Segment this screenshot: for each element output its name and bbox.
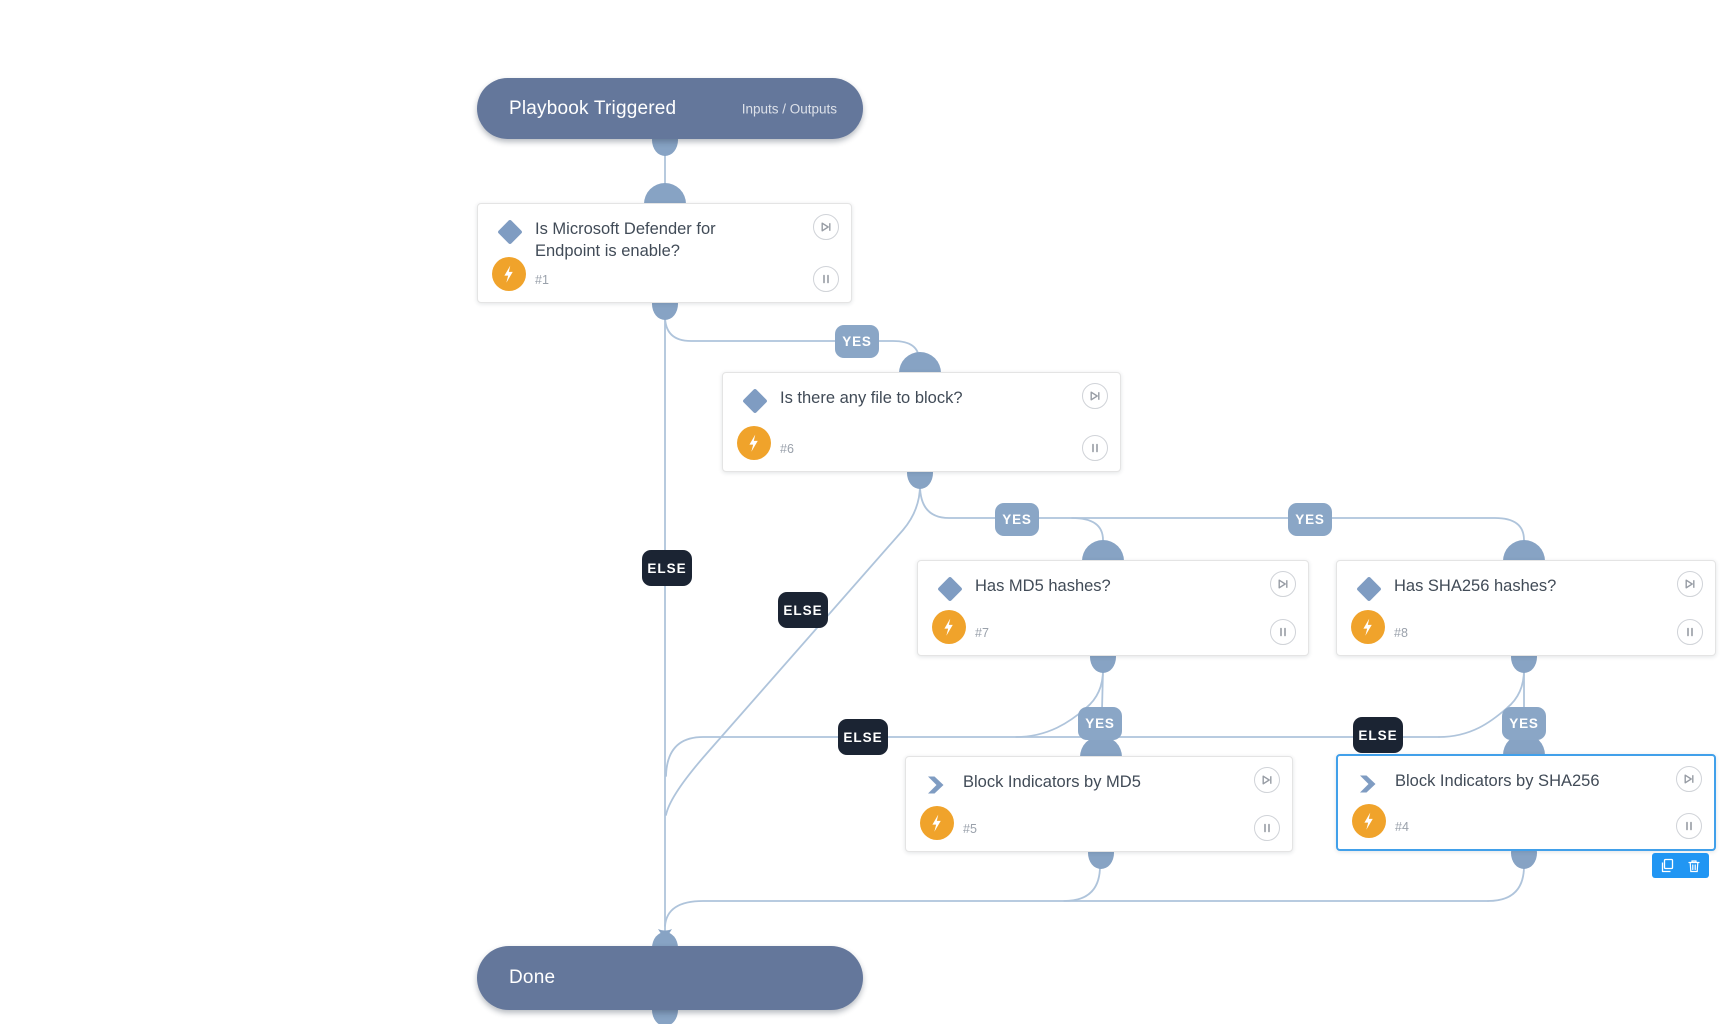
- task-id: #4: [1395, 820, 1409, 834]
- edge-n6-yes-md5: [1071, 517, 1104, 544]
- start-node[interactable]: Playbook Triggered Inputs / Outputs: [477, 78, 863, 139]
- selection-toolbar: [1652, 853, 1709, 878]
- task-id: #6: [780, 442, 794, 456]
- task-node-8[interactable]: Has SHA256 hashes? #8: [1336, 560, 1716, 656]
- condition-diamond-icon: [742, 388, 768, 414]
- done-node[interactable]: Done: [477, 946, 863, 1010]
- edge-label-yes: YES: [835, 325, 879, 358]
- task-title: Block Indicators by MD5: [963, 773, 1141, 791]
- condition-diamond-icon: [497, 219, 523, 245]
- skip-run-icon[interactable]: [813, 214, 839, 240]
- edge-label-yes: YES: [1078, 707, 1122, 740]
- edge-n4-done: [1487, 865, 1525, 902]
- condition-diamond-icon: [937, 576, 963, 602]
- lightning-icon: [1352, 804, 1386, 838]
- skip-run-icon[interactable]: [1676, 766, 1702, 792]
- edge-label-else: ELSE: [642, 550, 692, 586]
- pause-icon[interactable]: [1254, 815, 1280, 841]
- pause-icon[interactable]: [1082, 435, 1108, 461]
- task-node-4[interactable]: Block Indicators by SHA256 #4: [1336, 754, 1716, 851]
- edge-label-yes: YES: [995, 503, 1039, 536]
- task-title: Is there any file to block?: [780, 389, 963, 407]
- edge-n5-done: [1063, 865, 1101, 902]
- task-id: #7: [975, 626, 989, 640]
- task-node-6[interactable]: Is there any file to block? #6: [722, 372, 1121, 472]
- edge-label-else: ELSE: [1353, 717, 1403, 753]
- trash-icon[interactable]: [1682, 853, 1706, 878]
- copy-icon[interactable]: [1655, 853, 1679, 878]
- lightning-icon: [932, 610, 966, 644]
- condition-diamond-icon: [1356, 576, 1382, 602]
- edge-n1-yes: [664, 315, 920, 363]
- edge-n6-yes-sha: [919, 484, 1525, 544]
- lightning-icon: [737, 426, 771, 460]
- lightning-icon: [1351, 610, 1385, 644]
- task-title: Block Indicators by SHA256: [1395, 772, 1600, 790]
- pause-icon[interactable]: [1676, 813, 1702, 839]
- edge-label-yes: YES: [1288, 503, 1332, 536]
- task-title: Has MD5 hashes?: [975, 577, 1111, 595]
- pause-icon[interactable]: [1270, 619, 1296, 645]
- start-node-title: Playbook Triggered: [509, 97, 677, 119]
- edge-else-horizontal: [665, 736, 1440, 777]
- edge-bottom-horizontal: [664, 900, 1489, 927]
- task-id: #5: [963, 822, 977, 836]
- edge-label-else: ELSE: [778, 592, 828, 628]
- task-id: #8: [1394, 626, 1408, 640]
- task-title: Has SHA256 hashes?: [1394, 577, 1557, 595]
- inputs-outputs-link[interactable]: Inputs / Outputs: [741, 101, 837, 116]
- edge-n6-else: [665, 484, 921, 816]
- playbook-chevron-icon: [1357, 773, 1379, 795]
- edge-label-yes: YES: [1502, 707, 1546, 740]
- playbook-chevron-icon: [925, 774, 947, 796]
- lightning-icon: [920, 806, 954, 840]
- task-node-5[interactable]: Block Indicators by MD5 #5: [905, 756, 1293, 852]
- skip-run-icon[interactable]: [1677, 571, 1703, 597]
- done-node-title: Done: [509, 967, 556, 988]
- skip-run-icon[interactable]: [1270, 571, 1296, 597]
- task-node-7[interactable]: Has MD5 hashes? #7: [917, 560, 1309, 656]
- pause-icon[interactable]: [813, 266, 839, 292]
- task-node-1[interactable]: Is Microsoft Defender for Endpoint is en…: [477, 203, 852, 303]
- task-id: #1: [535, 273, 549, 287]
- edge-label-else: ELSE: [838, 719, 888, 755]
- skip-run-icon[interactable]: [1082, 383, 1108, 409]
- task-title: Is Microsoft Defender for Endpoint is en…: [535, 220, 716, 261]
- pause-icon[interactable]: [1677, 619, 1703, 645]
- lightning-icon: [492, 257, 526, 291]
- skip-run-icon[interactable]: [1254, 767, 1280, 793]
